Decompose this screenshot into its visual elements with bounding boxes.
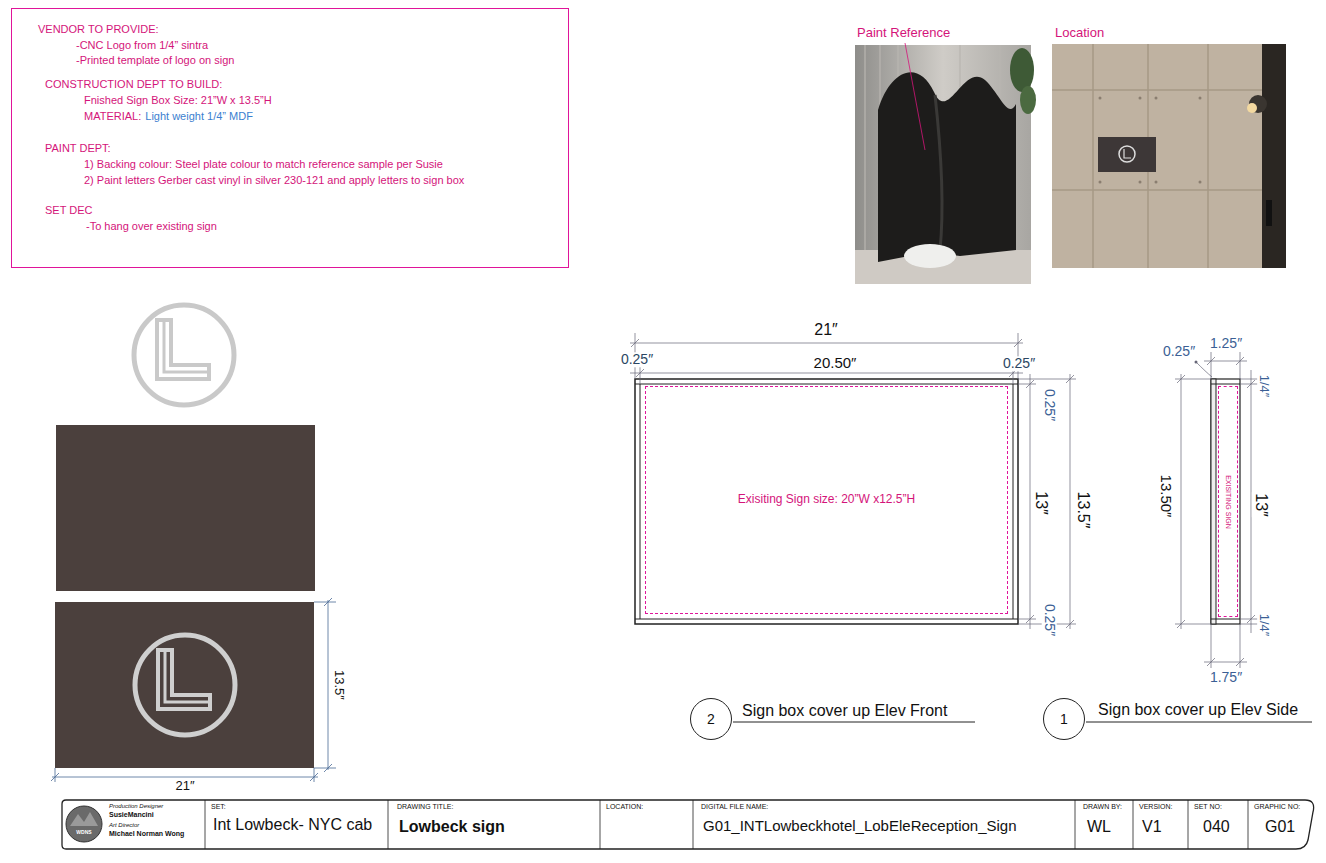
note-text: -To hang over existing sign	[86, 220, 217, 233]
title-block-text: GRAPHIC NO:	[1253, 803, 1301, 811]
dimension-label: 13″	[1252, 492, 1270, 517]
view-caption: Sign box cover up Elev Side	[1097, 701, 1299, 719]
title-block-text: G01	[1264, 818, 1296, 836]
title-block-text: DIGITAL FILE NAME:	[700, 803, 769, 811]
note-text: VENDOR TO PROVIDE:	[38, 23, 159, 36]
title-block-text: Production Designer	[108, 803, 164, 810]
dimension-label: 13.50″	[1158, 474, 1175, 519]
dimension-label: 0.25″	[1162, 344, 1196, 359]
dimension-label: 0.25″	[1041, 388, 1056, 422]
title-block	[62, 800, 1314, 849]
title-block-text: 040	[1202, 818, 1231, 836]
photo-heading: Paint Reference	[857, 26, 950, 41]
dimension-label: 1/4″	[1257, 374, 1271, 399]
title-block-text: DRAWING TITLE:	[396, 803, 454, 811]
notes-box: VENDOR TO PROVIDE: -CNC Logo from 1/4” si…	[11, 8, 569, 268]
dimension-label: 13″	[1032, 490, 1050, 515]
dimension-label: 0.25″	[1041, 603, 1056, 637]
title-block-text: SET NO:	[1193, 803, 1223, 811]
dimension-label: 20.50″	[813, 355, 858, 372]
title-block-text: DRAWN BY:	[1082, 803, 1123, 811]
front-elevation	[630, 333, 1076, 629]
callout-circle: 1	[1043, 698, 1085, 740]
dimension-label: 13.5″	[1074, 491, 1092, 530]
title-block-text: Int Lowbeck- NYC cab	[212, 816, 373, 834]
node-label: EXISITING SIGN	[1224, 475, 1232, 529]
photo-frame: Location	[1052, 44, 1286, 268]
photo-frame: Paint Reference	[855, 45, 1031, 284]
paint-reference-photo	[855, 45, 1036, 284]
title-block-text: SusieMancini	[108, 811, 155, 819]
title-block-text: Lowbeck sign	[398, 818, 506, 836]
note-text: 2) Paint letters Gerber cast vinyl in si…	[84, 174, 464, 187]
note-text: MATERIAL:	[84, 110, 141, 123]
photo-heading: Location	[1055, 26, 1104, 41]
title-block-text: Michael Norman Wong	[108, 830, 185, 838]
existing-sign-outline: EXISITING SIGN	[1218, 386, 1238, 617]
note-text: 1) Backing colour: Steel plate colour to…	[84, 158, 443, 171]
node-label: 2	[707, 711, 715, 727]
note-text: Fnished Sign Box Size: 21”W x 13.5”H	[84, 94, 272, 107]
node-label: 1	[1060, 711, 1068, 727]
callout-circle: 2	[690, 698, 732, 740]
note-text: -Printed template of logo on sign	[76, 54, 234, 67]
note-text: Light weight 1/4” MDF	[145, 110, 253, 123]
dimension-label: 1/4″	[1257, 613, 1271, 638]
title-block-text: Art Director	[108, 822, 140, 829]
note-text: CONSTRUCTION DEPT TO BUILD:	[45, 78, 222, 91]
title-block-text: G01_INTLowbeckhotel_LobEleReception_Sign	[702, 818, 1018, 835]
note-text: PAINT DEPT:	[45, 142, 111, 155]
dimension-label: 0.25″	[620, 352, 654, 367]
dimension-label: 21″	[174, 779, 195, 793]
dimension-label: 1.25″	[1209, 336, 1243, 351]
title-block-text: WL	[1086, 818, 1112, 836]
dimension-label: 1.75″	[1209, 670, 1243, 685]
existing-sign-outline: Exisiting Sign size: 20”W x12.5”H	[645, 386, 1008, 614]
note-text: -CNC Logo from 1/4” sintra	[76, 39, 208, 52]
title-block-text: VERSION:	[1138, 803, 1173, 811]
dimension-label: 0.25″	[1002, 356, 1036, 371]
view-caption: Sign box cover up Elev Front	[741, 702, 948, 720]
location-photo	[1052, 44, 1286, 268]
node-label: Exisiting Sign size: 20”W x12.5”H	[738, 493, 915, 507]
side-elevation	[1175, 352, 1258, 668]
dimension-label: 13.5″	[332, 669, 346, 701]
title-block-text: LOCATION:	[605, 803, 644, 811]
title-block-text: SET:	[210, 803, 227, 811]
title-block-text: WDNS	[76, 830, 91, 836]
title-block-text: V1	[1141, 818, 1163, 836]
note-text: SET DEC	[45, 204, 92, 217]
dimension-label: 21″	[813, 321, 838, 339]
